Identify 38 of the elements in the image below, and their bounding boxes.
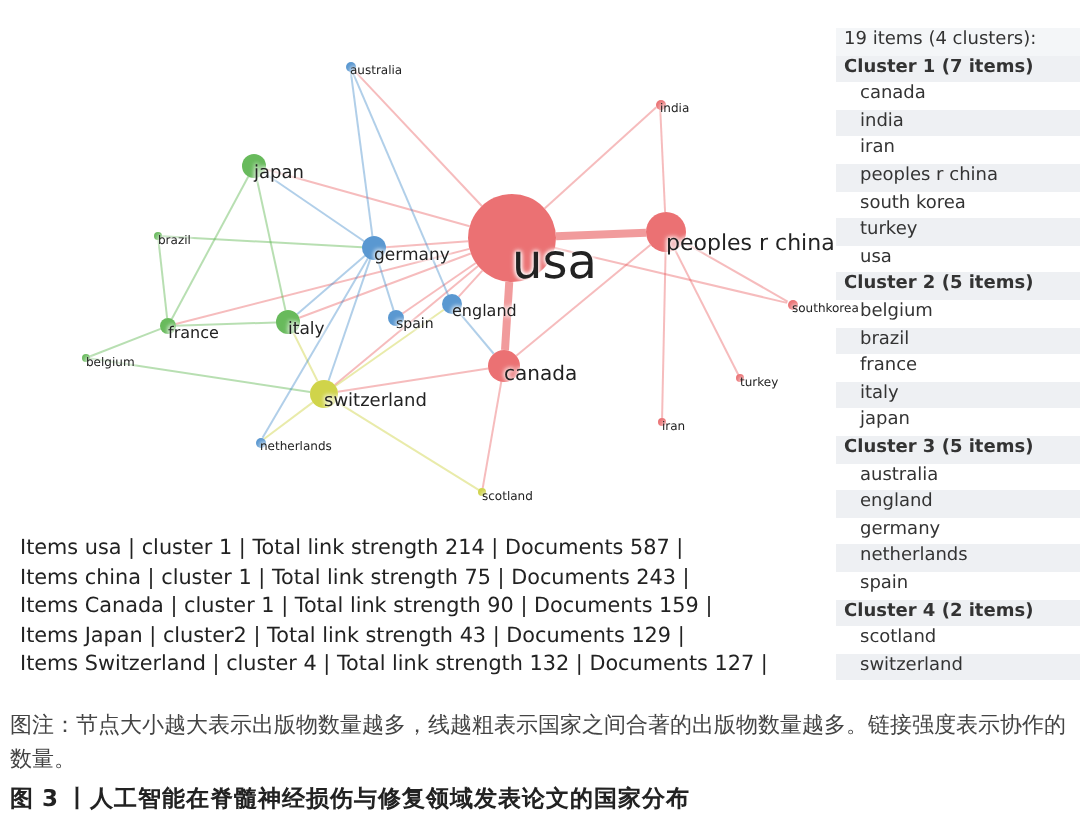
cluster-heading: Cluster 3 (5 items) [836, 436, 1080, 464]
link-line [501, 281, 514, 351]
item-row: turkey [836, 218, 1080, 246]
link-line [457, 269, 484, 298]
stats-row: Items Japan | cluster2 | Total link strength 43 | Documents 129 | [20, 623, 685, 647]
link-line [334, 308, 445, 387]
item-row: italy [836, 381, 1080, 409]
figure-caption: 图 3 丨人工智能在脊髓神经损伤与修复领域发表论文的国家分布 [10, 784, 691, 814]
item-row: england [836, 490, 1080, 518]
stats-row: Items usa | cluster 1 | Total link strength 214 | Documents 587 | [20, 536, 684, 560]
link-line [261, 257, 369, 439]
link-line [481, 380, 503, 490]
item-row: netherlands [836, 544, 1080, 572]
country-label: japan [254, 166, 304, 184]
figure-note: 图注：节点大小越大表示出版物数量越多，线越粗表示国家之间合著的出版物数量越多。链接强度表示协作的数量。 [10, 710, 1068, 776]
link-line [296, 254, 366, 316]
stats-row: Items Canada | cluster 1 | Total link strength 90 | Documents 159 | [20, 594, 713, 618]
country-label: italy [288, 322, 325, 339]
stats-row: Items Switzerland | cluster 4 | Total link strength 132 | Documents 127 | [20, 652, 768, 676]
item-row: peoples r china [836, 164, 1080, 192]
stats-row: Items china | cluster 1 | Total link strength 75 | Documents 243 | [20, 565, 690, 589]
item-row: india [836, 109, 1080, 137]
cluster-heading: Cluster 1 (7 items) [836, 55, 1080, 83]
link-line [401, 262, 477, 315]
cluster-heading: Cluster 4 (2 items) [836, 599, 1080, 627]
link-line [327, 258, 372, 382]
country-label: germany [374, 248, 450, 265]
country-label: england [452, 304, 517, 320]
item-row: brazil [836, 327, 1080, 355]
item-row: switzerland [836, 653, 1080, 681]
link-line [543, 106, 658, 210]
link-line [174, 247, 471, 325]
link-line [298, 252, 472, 319]
link-line [170, 175, 250, 320]
link-line [263, 401, 314, 440]
country-label: france [168, 326, 219, 342]
list-header: 19 items (4 clusters): [836, 28, 1080, 56]
cluster-heading: Cluster 2 (5 items) [836, 272, 1080, 300]
